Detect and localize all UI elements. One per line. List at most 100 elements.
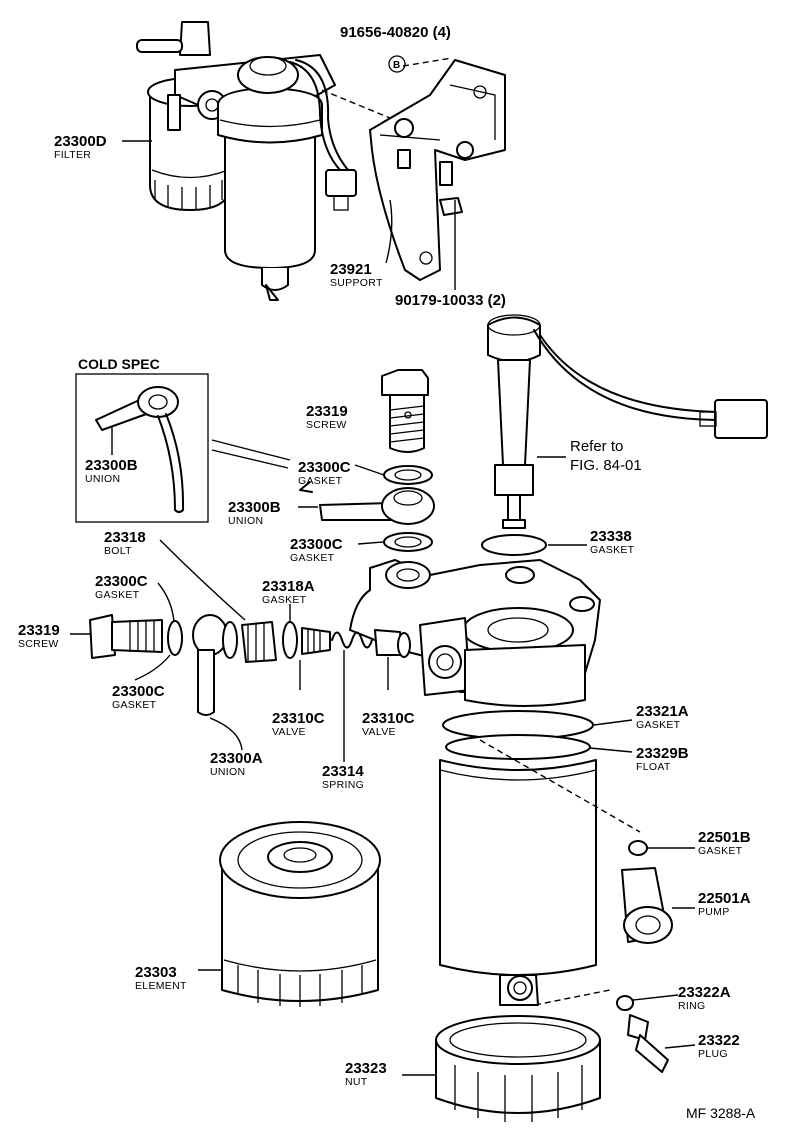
callout-name: FLOAT bbox=[636, 761, 671, 773]
water-sensor-drawing bbox=[487, 314, 768, 529]
callout-23322: 23322 PLUG bbox=[698, 1032, 740, 1060]
callout-name: GASKET bbox=[95, 589, 140, 601]
callout-23300D: 23300D FILTER bbox=[54, 133, 107, 161]
callout-91656: 91656-40820 (4) bbox=[340, 24, 451, 41]
callout-name: GASKET bbox=[262, 594, 307, 606]
callout-number: 22501B bbox=[698, 829, 751, 846]
cold-spec-part-name: UNION bbox=[85, 473, 120, 485]
cold-spec-part-number: 23300B bbox=[85, 457, 138, 474]
callout-23319-top: 23319 SCREW bbox=[306, 403, 348, 431]
callout-name: NUT bbox=[345, 1076, 368, 1088]
callout-number: 23300B bbox=[228, 499, 281, 516]
callout-number: 90179-10033 (2) bbox=[395, 292, 506, 309]
reference-line-1: Refer to bbox=[570, 438, 623, 455]
callout-number: 23300C bbox=[290, 536, 343, 553]
leader-lines bbox=[70, 140, 696, 1076]
bolt-marker-letter: B bbox=[393, 60, 401, 71]
callout-name: GASKET bbox=[112, 699, 157, 711]
union-23300B-drawing bbox=[319, 487, 435, 525]
callout-23921: 23921 SUPPORT bbox=[330, 261, 383, 289]
callout-number: 23322 bbox=[698, 1032, 740, 1049]
left-screw-chain-drawing bbox=[89, 614, 411, 716]
callout-name: SCREW bbox=[18, 638, 59, 650]
callout-name: GASKET bbox=[636, 719, 681, 731]
callout-number: 23319 bbox=[18, 622, 60, 639]
callout-name: SCREW bbox=[306, 419, 347, 431]
callout-22501B: 22501B GASKET bbox=[698, 829, 751, 857]
callout-number: 23300D bbox=[54, 133, 107, 150]
assembled-filter-drawing bbox=[136, 21, 357, 301]
callout-name: PUMP bbox=[698, 906, 730, 918]
support-bracket-drawing bbox=[369, 59, 506, 281]
callout-number: 91656-40820 (4) bbox=[340, 24, 451, 41]
cold-spec-title: COLD SPEC bbox=[78, 356, 160, 372]
callout-name: BOLT bbox=[104, 545, 132, 557]
callout-name: UNION bbox=[210, 766, 245, 778]
cold-spec-box: COLD SPEC 23300B UNION bbox=[75, 356, 209, 523]
callout-number: 22501A bbox=[698, 890, 751, 907]
callout-23318: 23318 BOLT bbox=[104, 529, 146, 557]
callout-22501A: 22501A PUMP bbox=[698, 890, 751, 918]
nut-23323-drawing bbox=[435, 1015, 601, 1122]
callout-23300B: 23300B UNION bbox=[228, 499, 281, 527]
callout-name: RING bbox=[678, 1000, 705, 1012]
callout-23319-left: 23319 SCREW bbox=[18, 622, 60, 650]
callout-number: 23318 bbox=[104, 529, 146, 546]
callout-name: FILTER bbox=[54, 149, 91, 161]
callout-23322A: 23322A RING bbox=[678, 984, 731, 1012]
callout-number: 23303 bbox=[135, 964, 177, 981]
element-23303-drawing bbox=[219, 821, 381, 1007]
arrow-icon bbox=[299, 481, 313, 493]
callout-23303: 23303 ELEMENT bbox=[135, 964, 187, 992]
pump-22501a-drawing bbox=[621, 867, 673, 944]
callout-number: 23318A bbox=[262, 578, 315, 595]
diagram-code: MF 3288-A bbox=[686, 1105, 756, 1121]
callout-name: PLUG bbox=[698, 1048, 728, 1060]
callout-23300C-a: 23300C GASKET bbox=[298, 459, 351, 487]
callout-name: GASKET bbox=[298, 475, 343, 487]
callout-number: 23310C bbox=[272, 710, 325, 727]
callout-name: GASKET bbox=[698, 845, 743, 857]
callout-name: UNION bbox=[228, 515, 263, 527]
callout-number: 23300A bbox=[210, 750, 263, 767]
gasket-22501b-drawing bbox=[628, 840, 648, 856]
callout-23310C-a: 23310C VALVE bbox=[272, 710, 325, 738]
callout-name: VALVE bbox=[272, 726, 306, 738]
callout-number: 23310C bbox=[362, 710, 415, 727]
o-ring-drawing bbox=[481, 534, 547, 556]
filter-bowl-drawing bbox=[439, 710, 597, 1006]
callout-23300C-d: 23300C GASKET bbox=[112, 683, 165, 711]
callout-number: 23300C bbox=[112, 683, 165, 700]
callout-number: 23314 bbox=[322, 763, 364, 780]
callout-number: 23322A bbox=[678, 984, 731, 1001]
callout-number: 23300C bbox=[95, 573, 148, 590]
callout-number: 23300C bbox=[298, 459, 351, 476]
callout-23323: 23323 NUT bbox=[345, 1060, 387, 1088]
callout-23329B: 23329B FLOAT bbox=[636, 745, 689, 773]
callout-23300C-c: 23300C GASKET bbox=[95, 573, 148, 601]
callout-23300A: 23300A UNION bbox=[210, 750, 263, 778]
callout-name: GASKET bbox=[590, 544, 635, 556]
gasket-ring-drawing bbox=[383, 465, 433, 485]
callout-number: 23921 bbox=[330, 261, 372, 278]
callout-name: SUPPORT bbox=[330, 277, 383, 289]
callout-23310C-b: 23310C VALVE bbox=[362, 710, 415, 738]
callout-23321A: 23321A GASKET bbox=[636, 703, 689, 731]
callout-23338: 23338 GASKET bbox=[590, 528, 635, 556]
ring-23322a-drawing bbox=[616, 995, 634, 1011]
callout-number: 23319 bbox=[306, 403, 348, 420]
callout-90179: 90179-10033 (2) bbox=[395, 292, 506, 309]
callout-number: 23321A bbox=[636, 703, 689, 720]
callout-number: 23323 bbox=[345, 1060, 387, 1077]
callout-23300C-b: 23300C GASKET bbox=[290, 536, 343, 564]
callout-name: VALVE bbox=[362, 726, 396, 738]
callout-name: SPRING bbox=[322, 779, 364, 791]
plug-23322-drawing bbox=[627, 1014, 669, 1073]
callout-name: GASKET bbox=[290, 552, 335, 564]
callout-name: ELEMENT bbox=[135, 980, 187, 992]
callout-23314: 23314 SPRING bbox=[322, 763, 364, 791]
callout-23318A: 23318A GASKET bbox=[262, 578, 315, 606]
callout-number: 23329B bbox=[636, 745, 689, 762]
reference-line-2: FIG. 84-01 bbox=[570, 457, 642, 474]
